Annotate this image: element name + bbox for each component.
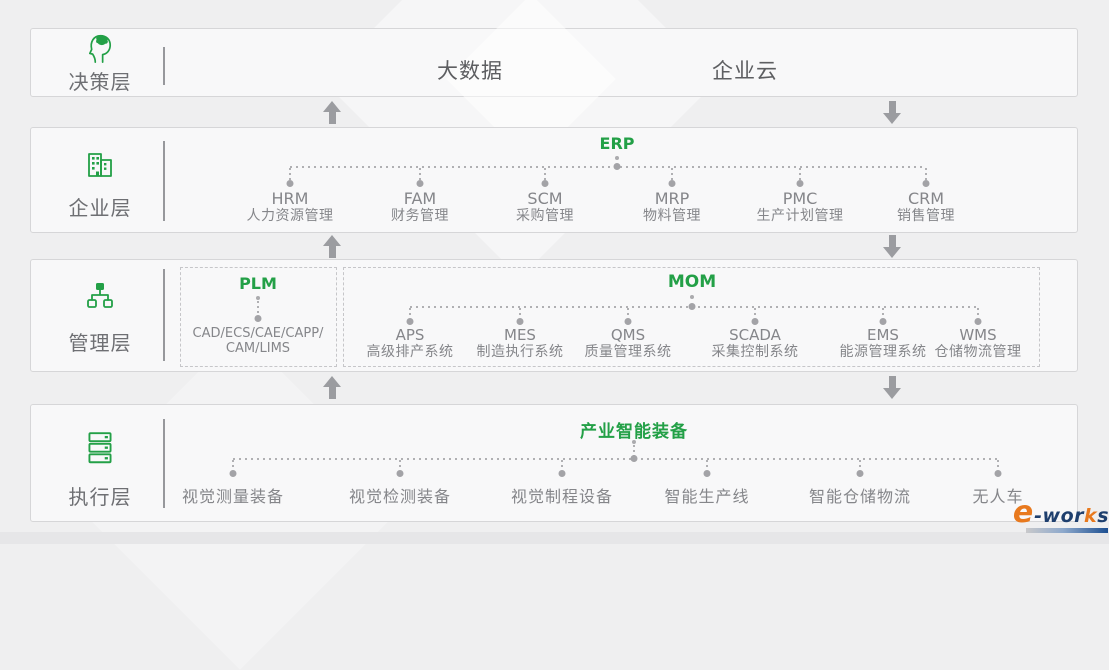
- eworks-logo-underline: [1026, 528, 1108, 533]
- mom-item-mes: MES 制造执行系统: [476, 326, 564, 360]
- erp-item-crm: CRM 销售管理: [897, 189, 955, 225]
- exec-item-smart-warehouse: 智能仓储物流: [808, 487, 912, 506]
- erp-connector-line: [290, 166, 926, 168]
- plm-junction-dot: [254, 315, 262, 322]
- equipment-group-title: 产业智能装备: [580, 422, 688, 442]
- label-divider: [163, 269, 165, 361]
- exec-item-smart-line: 智能生产线: [664, 487, 750, 506]
- mom-item-scada: SCADA 采集控制系统: [711, 326, 799, 360]
- up-arrow: [323, 376, 341, 399]
- architecture-diagram: 决策层 大数据 企业云 企业层 ERP HRM 人力资源管理: [0, 0, 1109, 544]
- mom-box: [343, 267, 1040, 367]
- connector-dot: [256, 296, 260, 300]
- plm-systems-label: CAD/ECS/CAE/CAPP/ CAM/LIMS: [192, 326, 324, 356]
- erp-item-fam: FAM 财务管理: [391, 189, 449, 225]
- exec-item-vision-process: 视觉制程设备: [510, 487, 614, 506]
- enterprise-cloud-item: 企业云: [712, 59, 778, 83]
- mom-item-wms: WMS 仓储物流管理: [934, 326, 1022, 360]
- plm-box: [180, 267, 337, 367]
- connector-dot: [690, 295, 694, 299]
- mom-item-aps: APS 高级排产系统: [366, 326, 454, 360]
- decision-layer-label: 决策层: [68, 70, 132, 94]
- label-divider: [163, 141, 165, 221]
- erp-item-hrm: HRM 人力资源管理: [246, 189, 334, 225]
- connector-dot: [632, 440, 636, 444]
- buildings-icon: [82, 146, 118, 186]
- erp-item-pmc: PMC 生产计划管理: [756, 189, 844, 225]
- down-arrow: [883, 101, 901, 124]
- plm-title: PLM: [239, 274, 277, 293]
- erp-junction-dot: [613, 163, 621, 170]
- server-stack-icon: [81, 429, 119, 471]
- down-arrow: [883, 376, 901, 399]
- erp-item-scm: SCM 采购管理: [516, 189, 574, 225]
- exec-item-vision-measure: 视觉测量装备: [181, 487, 285, 506]
- exec-item-unmanned-vehicle: 无人车: [972, 487, 1024, 506]
- mom-junction-dot: [688, 303, 696, 310]
- big-data-item: 大数据: [437, 59, 503, 83]
- up-arrow: [323, 101, 341, 124]
- eworks-logo-e: e: [1012, 495, 1034, 530]
- mom-item-qms: QMS 质量管理系统: [584, 326, 672, 360]
- execution-layer-box: [30, 404, 1078, 522]
- management-layer-label: 管理层: [68, 331, 132, 355]
- org-chart-icon: [82, 278, 118, 318]
- decision-layer-box: [30, 0, 1078, 164]
- equipment-junction-dot: [630, 455, 638, 462]
- mom-item-ems: EMS 能源管理系统: [839, 326, 927, 360]
- equipment-connector-line: [233, 458, 997, 460]
- eworks-logo: e -works: [1012, 495, 1109, 533]
- mom-title: MOM: [667, 272, 717, 292]
- management-layer-box: [30, 259, 1078, 372]
- label-divider: [163, 47, 165, 85]
- execution-layer-label: 执行层: [68, 485, 132, 509]
- enterprise-layer-label: 企业层: [68, 196, 132, 220]
- connector-dot: [615, 156, 619, 160]
- eworks-logo-text: -works: [1034, 505, 1109, 527]
- erp-group-title: ERP: [599, 134, 635, 153]
- bottom-band: [0, 532, 1109, 544]
- head-brain-icon: [83, 31, 117, 69]
- enterprise-layer-box: [30, 127, 1078, 233]
- erp-item-mrp: MRP 物料管理: [643, 189, 701, 225]
- up-arrow: [323, 235, 341, 258]
- exec-item-vision-inspect: 视觉检测装备: [348, 487, 452, 506]
- down-arrow: [883, 235, 901, 258]
- label-divider: [163, 419, 165, 508]
